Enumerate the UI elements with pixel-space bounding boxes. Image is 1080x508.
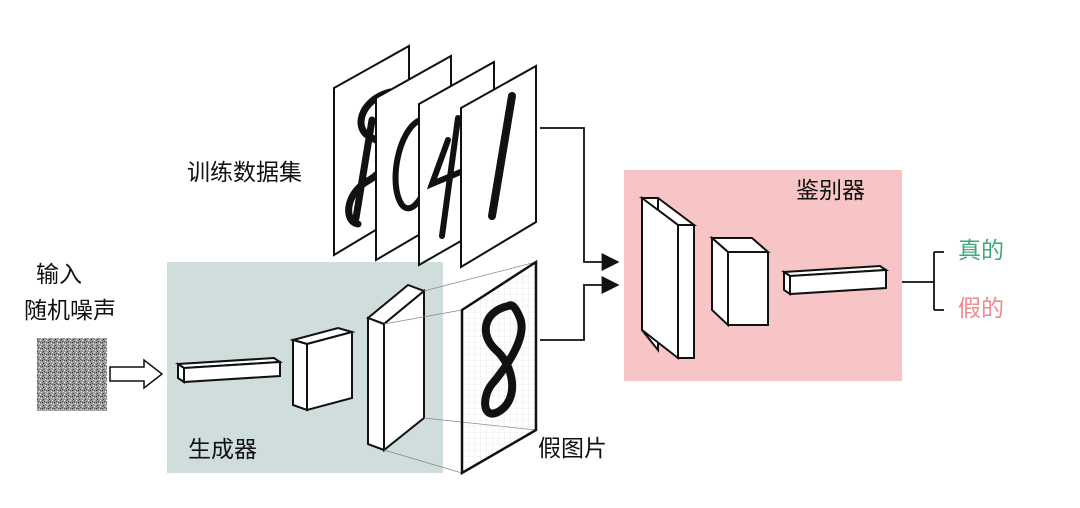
generator-label: 生成器 — [188, 437, 257, 463]
fake-image-card — [460, 259, 538, 476]
fake-label: 假的 — [958, 296, 1004, 322]
dataset-connector — [540, 127, 620, 271]
input-label-line2: 随机噪声 — [24, 298, 116, 324]
generator-block-2 — [289, 326, 356, 412]
fake-connector — [540, 276, 620, 341]
training-set-label: 训练数据集 — [187, 160, 302, 186]
input-arrow — [109, 358, 164, 390]
real-label: 真的 — [958, 238, 1004, 264]
discriminator-label: 鉴别器 — [796, 178, 865, 204]
training-card-3 — [460, 64, 537, 269]
generator-block-1 — [174, 356, 284, 384]
input-label-line1: 输入 — [36, 262, 82, 288]
noise-image — [37, 338, 107, 411]
discriminator-block-2 — [709, 235, 771, 328]
output-bracket — [902, 251, 944, 311]
discriminator-block-3 — [780, 264, 890, 296]
discriminator-block-1 — [639, 196, 697, 361]
fake-image-label: 假图片 — [538, 436, 607, 462]
